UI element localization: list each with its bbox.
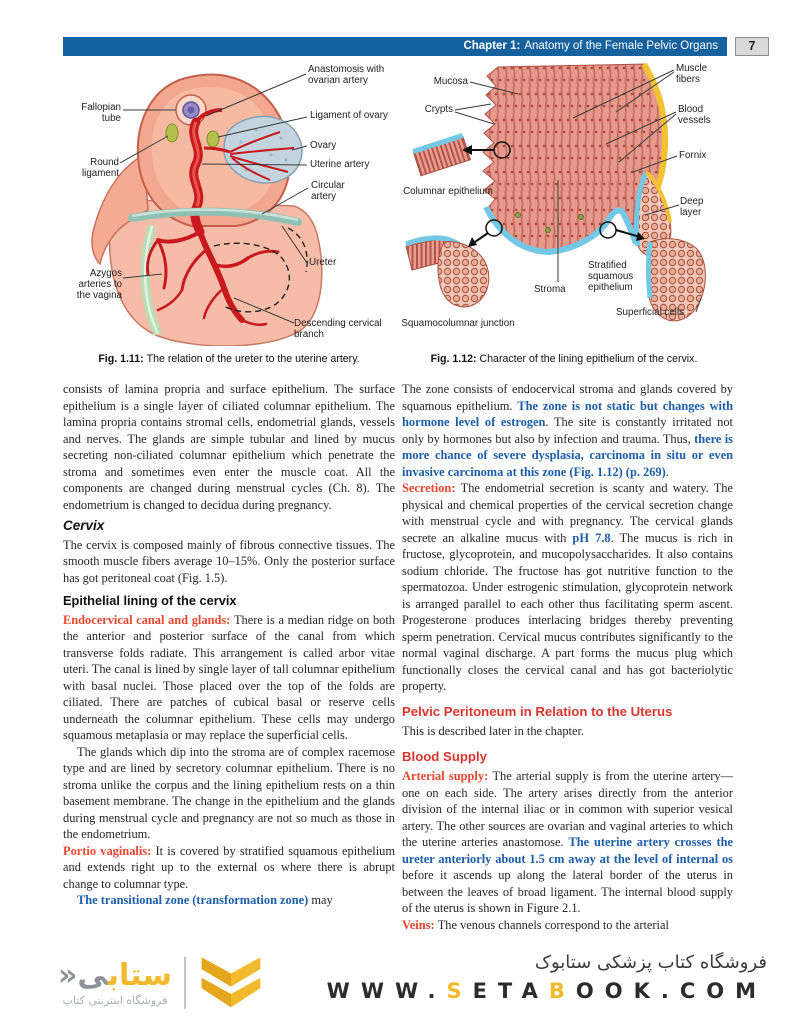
section-heading: Cervix bbox=[63, 518, 105, 533]
page-number: 7 bbox=[735, 37, 769, 56]
logo-divider bbox=[184, 957, 187, 1009]
chapter-header-bar: Chapter 1:Anatomy of the Female Pelvic O… bbox=[63, 37, 727, 56]
setabook-logo[interactable]: ستابی« فروشگاه اینترنتی کتاب bbox=[58, 954, 264, 1012]
fig-label: Columnar epithelium bbox=[403, 186, 493, 197]
fig-label: Descending cervical branch bbox=[294, 318, 382, 341]
paragraph: The zone consists of endocervical stroma… bbox=[402, 381, 733, 480]
fig-label: Blood vessels bbox=[678, 104, 711, 127]
text-segment: . The mucus is rich in fructose, glycopr… bbox=[402, 530, 733, 694]
text-segment: There is a median ridge on both the ante… bbox=[63, 612, 395, 743]
section-heading: Blood Supply bbox=[402, 748, 487, 764]
paragraph: Portio vaginalis: It is covered by strat… bbox=[63, 843, 395, 893]
paragraph: consists of lamina propria and surface e… bbox=[63, 381, 395, 513]
text-segment: The glands which dip into the stroma are… bbox=[63, 744, 395, 842]
fig-label: Crypts bbox=[424, 104, 453, 115]
text-segment: The uterine artery crosses the ureter an… bbox=[402, 835, 733, 866]
fig-label: Fallopian tube bbox=[81, 102, 121, 125]
fig-label: Muscle fibers bbox=[676, 63, 708, 86]
text-segment: Portio vaginalis: bbox=[63, 843, 156, 858]
figure-1-11: Anastomosis with ovarian artery Fallopia… bbox=[66, 60, 392, 382]
text-segment: before it ascends up along the lateral b… bbox=[402, 868, 733, 915]
text-segment: Secretion: bbox=[402, 481, 461, 495]
paragraph: Endocervical canal and glands: There is … bbox=[63, 612, 395, 744]
paragraph: Arterial supply: The arterial supply is … bbox=[402, 768, 733, 917]
text-segment: The cervix is composed mainly of fibrous… bbox=[63, 537, 395, 585]
fig-label: Ureter bbox=[309, 257, 337, 268]
chapter-label: Chapter 1: bbox=[463, 40, 521, 52]
figure-caption: Fig. 1.12:Character of the lining epithe… bbox=[430, 353, 698, 365]
fig-label: Mucosa bbox=[433, 76, 468, 87]
fig-label: Fornix bbox=[679, 150, 707, 161]
setabook-wordmark: ستابی« bbox=[58, 957, 173, 993]
fig-label: Ligament of ovary bbox=[310, 110, 388, 121]
text-segment: The zone is not static but changes with … bbox=[402, 398, 733, 430]
fig-label: Deep layer bbox=[680, 196, 704, 219]
section-heading: Pelvic Peritoneum in Relation to the Ute… bbox=[402, 703, 673, 719]
footer-watermark: ستابی« فروشگاه اینترنتی کتاب فروشگاه کتا… bbox=[0, 948, 789, 1021]
text-column-left: consists of lamina propria and surface e… bbox=[63, 381, 395, 948]
fig-label: Circular artery bbox=[311, 180, 345, 203]
text-segment: . The site is constantly irritated not o… bbox=[402, 415, 733, 446]
fig-label: Stroma bbox=[534, 284, 566, 295]
text-segment: . bbox=[665, 464, 669, 479]
text-segment: may bbox=[308, 893, 333, 907]
fig-label: Azygos arteries to the vagina bbox=[76, 268, 122, 302]
text-segment: The zone consists of endocervical stroma… bbox=[402, 382, 733, 413]
cervix-epithelium-diagram bbox=[405, 62, 706, 322]
fig-label: Stratified squamous epithelium bbox=[588, 260, 634, 294]
paragraph: This is described later in the chapter. bbox=[402, 723, 733, 740]
fig-label: Ovary bbox=[310, 140, 337, 151]
text-segment: Veins: bbox=[402, 917, 438, 932]
text-segment: The venous channels correspond to the ar… bbox=[437, 917, 669, 932]
fig-label: Uterine artery bbox=[310, 159, 370, 170]
text-segment: The transitional zone (transformation zo… bbox=[77, 893, 309, 907]
chapter-title: Anatomy of the Female Pelvic Organs bbox=[524, 40, 718, 52]
fig-label: Anastomosis with ovarian artery bbox=[308, 64, 385, 87]
uterus-ureter-diagram bbox=[91, 73, 323, 346]
text-segment: This is described later in the chapter. bbox=[402, 724, 585, 738]
text-segment: Endocervical canal and glands: bbox=[63, 612, 234, 627]
text-segment: there is more chance of severe dysplasia… bbox=[402, 431, 733, 479]
text-column-right: The zone consists of endocervical stroma… bbox=[402, 381, 733, 948]
paragraph: The transitional zone (transformation zo… bbox=[63, 892, 395, 909]
store-title: فروشگاه کتاب پزشکی ستابوک bbox=[534, 952, 767, 973]
text-segment: It is covered by stratified squamous epi… bbox=[63, 843, 395, 891]
figure-caption: Fig. 1.11:The relation of the ureter to … bbox=[98, 353, 360, 365]
paragraph: Secretion: The endometrial secretion is … bbox=[402, 480, 733, 695]
website-url[interactable]: WWW.SETABOOK.COM bbox=[326, 979, 767, 1003]
setabook-chevron-icon bbox=[201, 957, 261, 1008]
paragraph: The cervix is composed mainly of fibrous… bbox=[63, 537, 395, 587]
text-segment: Arterial supply: bbox=[402, 769, 493, 783]
fig-label: Superficial cells bbox=[616, 307, 685, 318]
fig-label: Squamocolumnar junction bbox=[401, 318, 515, 329]
fig-label: Round ligament bbox=[81, 157, 119, 180]
logo-subtitle: فروشگاه اینترنتی کتاب bbox=[62, 993, 168, 1007]
figure-1-12: Mucosa Crypts Columnar epithelium Muscle… bbox=[398, 60, 730, 382]
paragraph: The glands which dip into the stroma are… bbox=[63, 744, 395, 843]
text-segment: consists of lamina propria and surface e… bbox=[63, 382, 395, 512]
text-segment: pH 7.8 bbox=[572, 530, 611, 545]
paragraph: Veins: The venous channels correspond to… bbox=[402, 917, 733, 934]
text-segment: The endometrial secretion is scanty and … bbox=[402, 481, 733, 545]
section-heading: Epithelial lining of the cervix bbox=[63, 593, 237, 608]
arrow-icon: « bbox=[58, 957, 78, 993]
text-segment: The arterial supply is from the uterine … bbox=[402, 769, 733, 849]
